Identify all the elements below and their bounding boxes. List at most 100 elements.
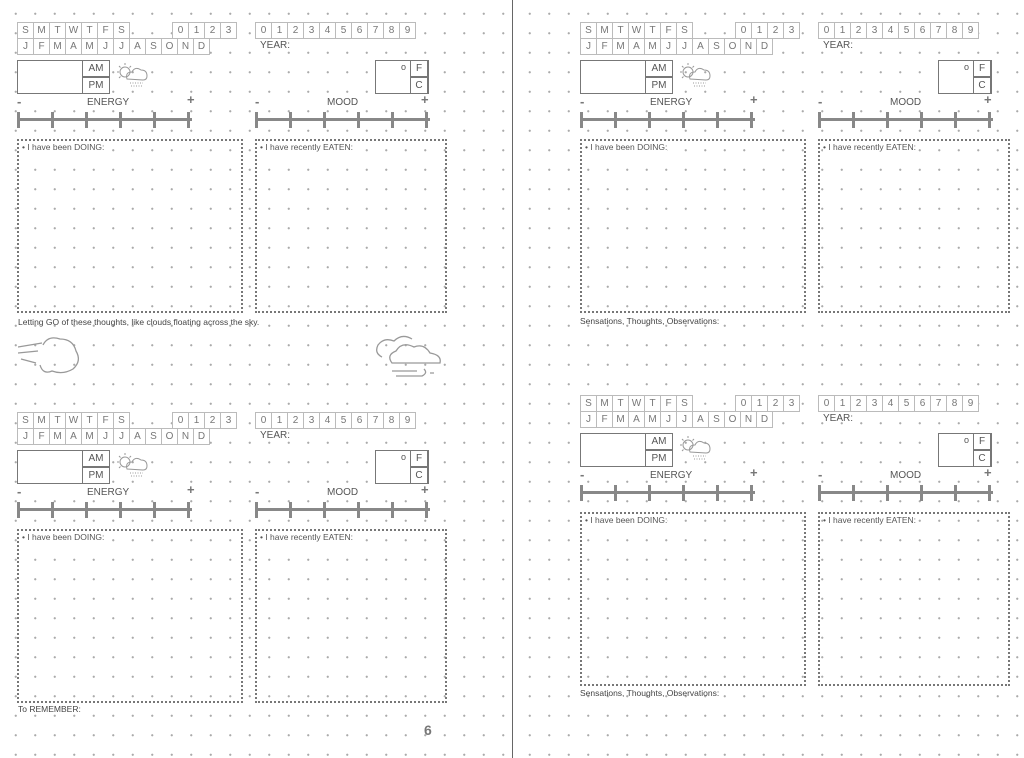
scale-tick[interactable]	[716, 485, 719, 501]
energy-scale[interactable]	[580, 112, 755, 128]
date-box[interactable]	[580, 433, 647, 467]
eaten-area[interactable]: • I have recently EATEN:	[818, 139, 1010, 313]
pm-option[interactable]: PM	[82, 467, 110, 484]
scale-tick[interactable]	[323, 502, 326, 518]
date-digits-cell[interactable]: 6	[914, 22, 931, 39]
eaten-area[interactable]: • I have recently EATEN:	[255, 529, 447, 703]
scale-tick[interactable]	[85, 112, 88, 128]
months-cell[interactable]: A	[65, 428, 82, 445]
months-cell[interactable]: J	[113, 428, 130, 445]
weekdays-cell[interactable]: F	[660, 395, 677, 412]
weekdays-cell[interactable]: M	[596, 395, 613, 412]
date-digits-cell[interactable]: 6	[351, 22, 368, 39]
scale-tick[interactable]	[920, 485, 923, 501]
energy-scale[interactable]	[17, 502, 192, 518]
celsius-option[interactable]: C	[410, 467, 428, 484]
scale-tick[interactable]	[580, 485, 583, 501]
day-digits-cell[interactable]: 3	[220, 22, 237, 39]
date-digits-cell[interactable]: 3	[866, 22, 883, 39]
months-cell[interactable]: O	[724, 38, 741, 55]
am-option[interactable]: AM	[645, 60, 673, 77]
date-digits-cell[interactable]: 5	[335, 412, 352, 429]
scale-tick[interactable]	[954, 112, 957, 128]
weekdays-cell[interactable]: F	[97, 22, 114, 39]
doing-area[interactable]: • I have been DOING:	[580, 139, 806, 313]
day-digits-cell[interactable]: 0	[735, 395, 752, 412]
scale-tick[interactable]	[323, 112, 326, 128]
months-cell[interactable]: J	[113, 38, 130, 55]
weekdays-cell[interactable]: M	[33, 22, 50, 39]
weekdays-cell[interactable]: T	[49, 22, 66, 39]
day-digits-cell[interactable]: 1	[188, 22, 205, 39]
weekdays-cell[interactable]: S	[17, 22, 34, 39]
date-digits-cell[interactable]: 9	[962, 395, 979, 412]
scale-tick[interactable]	[614, 112, 617, 128]
months-cell[interactable]: A	[129, 428, 146, 445]
months-cell[interactable]: J	[17, 428, 34, 445]
months-cell[interactable]: S	[145, 428, 162, 445]
scale-tick[interactable]	[818, 112, 821, 128]
date-digits-cell[interactable]: 3	[303, 22, 320, 39]
date-digits-cell[interactable]: 8	[383, 22, 400, 39]
eaten-area[interactable]: • I have recently EATEN:	[818, 512, 1010, 686]
weekdays-cell[interactable]: S	[113, 22, 130, 39]
date-digits-cell[interactable]: 1	[834, 22, 851, 39]
months-cell[interactable]: M	[81, 428, 98, 445]
weekdays-cell[interactable]: S	[17, 412, 34, 429]
scale-tick[interactable]	[187, 502, 190, 518]
weekdays-cell[interactable]: F	[97, 412, 114, 429]
scale-tick[interactable]	[51, 112, 54, 128]
day-digits-cell[interactable]: 3	[783, 22, 800, 39]
date-digits-cell[interactable]: 0	[818, 22, 835, 39]
scale-tick[interactable]	[750, 112, 753, 128]
date-digits-cell[interactable]: 9	[962, 22, 979, 39]
scale-tick[interactable]	[425, 112, 428, 128]
scale-tick[interactable]	[988, 485, 991, 501]
am-option[interactable]: AM	[645, 433, 673, 450]
mood-scale[interactable]	[255, 112, 430, 128]
day-digits-cell[interactable]: 1	[751, 22, 768, 39]
months-cell[interactable]: N	[177, 38, 194, 55]
eaten-area[interactable]: • I have recently EATEN:	[255, 139, 447, 313]
weekdays-cell[interactable]: M	[33, 412, 50, 429]
months-cell[interactable]: D	[756, 411, 773, 428]
energy-scale[interactable]	[17, 112, 192, 128]
scale-tick[interactable]	[886, 112, 889, 128]
scale-tick[interactable]	[682, 112, 685, 128]
mood-scale[interactable]	[818, 485, 993, 501]
fahrenheit-option[interactable]: F	[973, 433, 991, 450]
scale-tick[interactable]	[187, 112, 190, 128]
months-cell[interactable]: J	[660, 38, 677, 55]
scale-tick[interactable]	[988, 112, 991, 128]
weekdays-cell[interactable]: M	[596, 22, 613, 39]
mood-scale[interactable]	[255, 502, 430, 518]
weekdays-cell[interactable]: T	[81, 22, 98, 39]
months-cell[interactable]: J	[17, 38, 34, 55]
weekdays-cell[interactable]: S	[676, 22, 693, 39]
months-cell[interactable]: J	[676, 411, 693, 428]
fahrenheit-option[interactable]: F	[410, 450, 428, 467]
scale-tick[interactable]	[357, 112, 360, 128]
am-option[interactable]: AM	[82, 60, 110, 77]
months-cell[interactable]: J	[580, 411, 597, 428]
months-cell[interactable]: M	[49, 38, 66, 55]
date-digits-cell[interactable]: 0	[818, 395, 835, 412]
months-cell[interactable]: M	[612, 38, 629, 55]
doing-area[interactable]: • I have been DOING:	[17, 139, 243, 313]
celsius-option[interactable]: C	[973, 77, 991, 94]
weekdays-cell[interactable]: T	[644, 22, 661, 39]
scale-tick[interactable]	[682, 485, 685, 501]
day-digits-cell[interactable]: 2	[767, 395, 784, 412]
months-cell[interactable]: S	[145, 38, 162, 55]
scale-tick[interactable]	[716, 112, 719, 128]
date-digits-cell[interactable]: 6	[351, 412, 368, 429]
date-box[interactable]	[580, 60, 647, 94]
energy-scale[interactable]	[580, 485, 755, 501]
weekdays-cell[interactable]: T	[644, 395, 661, 412]
date-digits-cell[interactable]: 5	[898, 395, 915, 412]
scale-tick[interactable]	[17, 112, 20, 128]
scale-tick[interactable]	[119, 502, 122, 518]
scale-tick[interactable]	[289, 112, 292, 128]
scale-tick[interactable]	[255, 112, 258, 128]
date-digits-cell[interactable]: 6	[914, 395, 931, 412]
